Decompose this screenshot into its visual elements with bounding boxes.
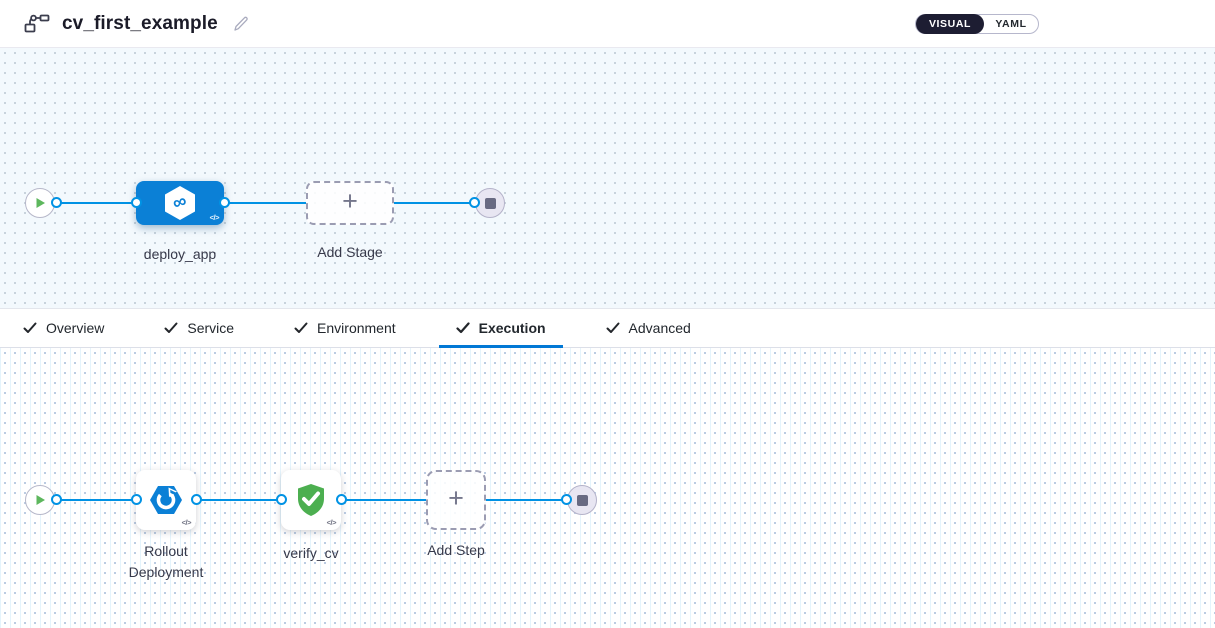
check-icon	[606, 322, 620, 334]
stage-node-deploy-app[interactable]: ∞ </>	[136, 181, 224, 225]
connector-line	[196, 499, 281, 501]
connection-port[interactable]	[51, 197, 62, 208]
connector-line	[341, 499, 426, 501]
connection-port[interactable]	[191, 494, 202, 505]
stage-graph-canvas[interactable]: ∞ </> deploy_app + Add Stage	[0, 48, 1215, 308]
connection-port[interactable]	[219, 197, 230, 208]
pipeline-graph-icon	[24, 12, 50, 36]
rollout-deployment-icon	[150, 486, 182, 514]
view-mode-toggle: VISUAL YAML	[915, 13, 1039, 34]
connector-line	[57, 202, 136, 204]
connector-line	[224, 202, 306, 204]
connection-port[interactable]	[131, 494, 142, 505]
pipeline-end-node	[475, 188, 505, 218]
connection-port[interactable]	[469, 197, 480, 208]
stop-icon	[576, 494, 588, 506]
shield-check-icon	[298, 484, 324, 516]
plus-icon: +	[342, 186, 358, 216]
pipeline-header: cv_first_example VISUAL YAML	[0, 0, 1215, 48]
tab-overview[interactable]: Overview	[6, 309, 121, 347]
step-node-rollout-deployment[interactable]: </>	[136, 470, 196, 530]
connector-line	[394, 202, 475, 204]
tab-environment[interactable]: Environment	[277, 309, 413, 347]
page-title: cv_first_example	[62, 12, 218, 34]
connection-port[interactable]	[131, 197, 142, 208]
add-step-label: Add Step	[427, 542, 485, 558]
stage-config-tabs: Overview Service Environment Execution A…	[0, 308, 1215, 348]
execution-graph-canvas[interactable]: </> Rollout Deployment </> verify_cv + A…	[0, 348, 1215, 628]
connection-port[interactable]	[276, 494, 287, 505]
check-icon	[164, 322, 178, 334]
infinity-glyph: ∞	[170, 189, 190, 215]
stage-label: deploy_app	[143, 246, 217, 262]
tab-label: Service	[187, 320, 235, 336]
step-label: verify_cv	[283, 545, 339, 561]
connection-port[interactable]	[336, 494, 347, 505]
tab-advanced[interactable]: Advanced	[589, 309, 708, 347]
tab-label: Environment	[317, 320, 396, 336]
edit-pencil-icon[interactable]	[232, 15, 250, 33]
visual-toggle-button[interactable]: VISUAL	[916, 13, 984, 34]
check-icon	[23, 322, 37, 334]
tab-label: Advanced	[628, 320, 691, 336]
tab-execution[interactable]: Execution	[438, 309, 563, 348]
yaml-toggle-button[interactable]: YAML	[995, 17, 1027, 30]
code-icon: </>	[209, 213, 220, 222]
pipeline-start-node	[25, 188, 55, 218]
add-stage-label: Add Stage	[317, 244, 383, 260]
cd-stage-icon: ∞	[165, 186, 195, 220]
step-node-verify-cv[interactable]: </>	[281, 470, 341, 530]
tab-label: Overview	[46, 320, 105, 336]
connection-port[interactable]	[561, 494, 572, 505]
connection-port[interactable]	[51, 494, 62, 505]
check-icon	[294, 322, 308, 334]
code-icon: </>	[326, 518, 337, 527]
add-stage-button[interactable]: +	[306, 181, 394, 225]
tab-service[interactable]: Service	[147, 309, 251, 347]
play-icon	[36, 495, 45, 505]
check-icon	[456, 322, 470, 334]
add-step-button[interactable]: +	[426, 470, 486, 530]
play-icon	[36, 198, 45, 208]
tab-label: Execution	[478, 320, 546, 336]
plus-icon: +	[448, 483, 464, 513]
stop-icon	[484, 197, 496, 209]
step-label: Rollout Deployment	[128, 543, 204, 580]
code-icon: </>	[181, 518, 192, 527]
connector-line	[57, 499, 136, 501]
connector-line	[486, 499, 566, 501]
